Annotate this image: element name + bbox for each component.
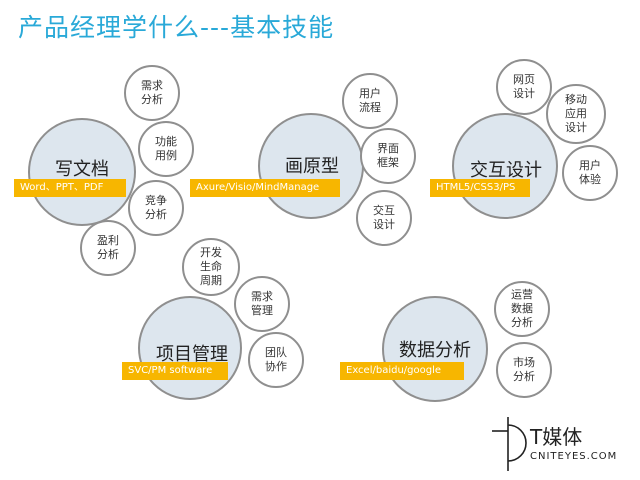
sub-circle-requirements-analysis: 需求 分析: [124, 65, 180, 121]
sub-circle-web-design: 网页 设计: [496, 59, 552, 115]
skill-circle-interaction-design: [452, 113, 558, 219]
sub-circle-interface-framework: 界面 框架: [360, 128, 416, 184]
page-title: 产品经理学什么---基本技能: [18, 13, 335, 42]
logo-text: T媒体: [530, 425, 583, 449]
skill-circle-project-management: [138, 296, 242, 400]
brand-logo: T媒体 CNITEYES.COM: [488, 415, 628, 475]
skill-label-data-analysis: 数据分析: [399, 340, 471, 361]
sub-circle-competition-analysis: 竞争 分析: [128, 180, 184, 236]
skill-label-write-docs: 写文档: [55, 159, 109, 180]
tools-bar-data-analysis: Excel/baidu/google: [340, 362, 464, 380]
sub-circle-operations-data-analysis: 运营 数据 分析: [494, 281, 550, 337]
skill-label-prototyping: 画原型: [285, 156, 339, 177]
tools-bar-write-docs: Word、PPT、PDF: [14, 179, 126, 197]
skill-circle-write-docs: [28, 118, 136, 226]
sub-circle-dev-lifecycle: 开发 生命 周期: [182, 238, 240, 296]
skill-circle-data-analysis: [382, 296, 488, 402]
tools-bar-interaction-design: HTML5/CSS3/PS: [430, 179, 530, 197]
logo-mark-icon: [492, 417, 527, 471]
sub-circle-user-flow: 用户 流程: [342, 73, 398, 129]
sub-circle-function-use-cases: 功能 用例: [138, 121, 194, 177]
sub-circle-interaction-design: 交互 设计: [356, 190, 412, 246]
skill-label-interaction-design: 交互设计: [470, 160, 542, 181]
tools-bar-project-management: SVC/PM software: [122, 362, 228, 380]
skill-circle-prototyping: [258, 113, 364, 219]
logo-url: CNITEYES.COM: [530, 451, 618, 462]
sub-circle-market-analysis: 市场 分析: [496, 342, 552, 398]
sub-circle-team-collaboration: 团队 协作: [248, 332, 304, 388]
sub-circle-requirements-management: 需求 管理: [234, 276, 290, 332]
sub-circle-profit-analysis: 盈利 分析: [80, 220, 136, 276]
sub-circle-user-experience: 用户 体验: [562, 145, 618, 201]
tools-bar-prototyping: Axure/Visio/MindManage: [190, 179, 340, 197]
sub-circle-mobile-app-design: 移动 应用 设计: [546, 84, 606, 144]
skill-label-project-management: 项目管理: [156, 344, 228, 365]
